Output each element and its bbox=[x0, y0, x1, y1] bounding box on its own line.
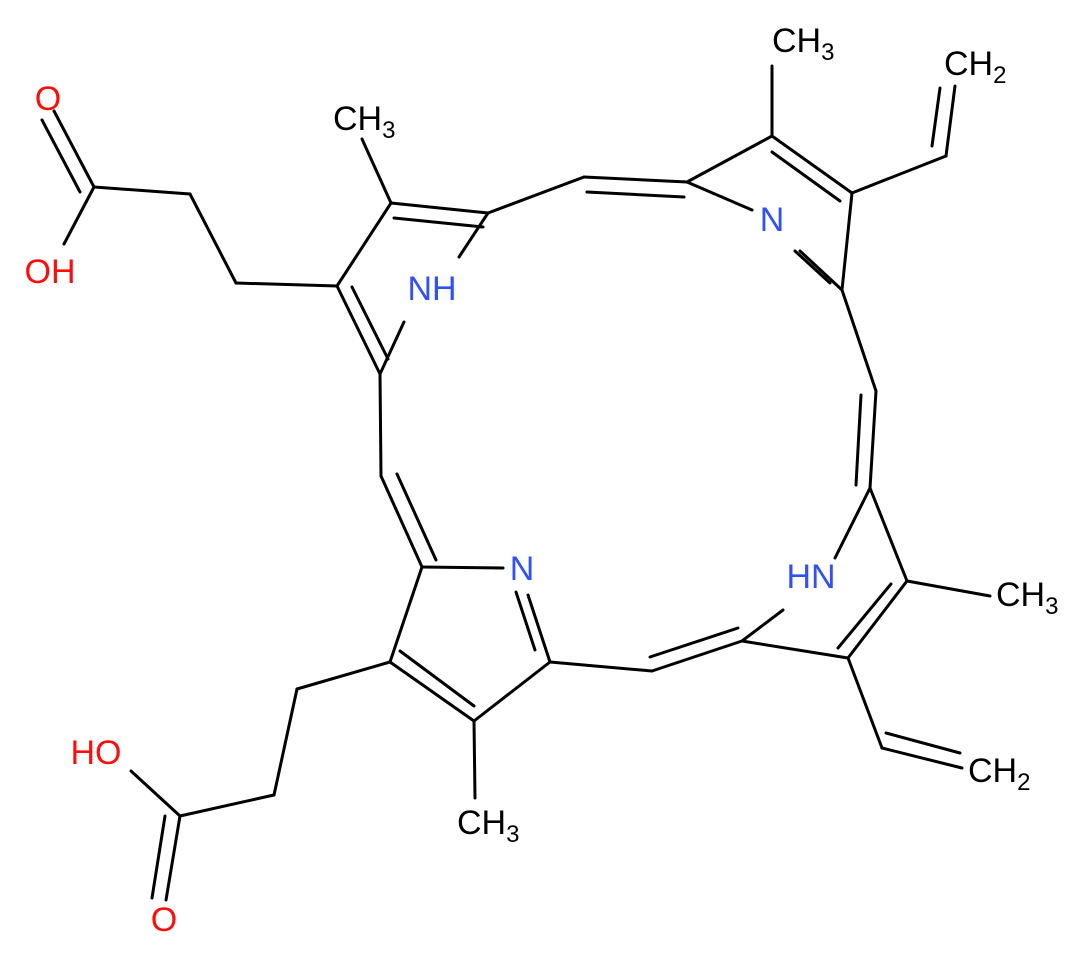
bond-line bbox=[793, 249, 832, 285]
bond-line bbox=[740, 608, 785, 643]
bond-line bbox=[234, 281, 339, 288]
bond-line bbox=[850, 154, 948, 195]
bond-line bbox=[350, 285, 390, 361]
carbonyl-oxygen-label-top: O bbox=[35, 80, 61, 118]
bond-line bbox=[388, 660, 476, 723]
bond-line bbox=[685, 180, 754, 212]
bond-line bbox=[840, 191, 854, 292]
bond-line bbox=[526, 593, 552, 664]
bond-line bbox=[188, 192, 238, 285]
methyl-label-right: CH3 bbox=[996, 576, 1058, 620]
nitrogen-label-bottom-left: N bbox=[510, 550, 535, 588]
bond-line bbox=[582, 175, 689, 184]
bond-line bbox=[457, 211, 490, 259]
hydroxyl-label-bottom: HO bbox=[71, 734, 122, 772]
bond-line bbox=[833, 486, 872, 560]
bond-line bbox=[585, 190, 686, 199]
bond-line bbox=[129, 769, 182, 818]
bond-line bbox=[884, 731, 962, 755]
bond-line bbox=[472, 660, 552, 723]
bond-line bbox=[548, 660, 654, 673]
bond-line bbox=[846, 579, 909, 660]
bond-line bbox=[52, 109, 96, 189]
bond-line bbox=[92, 185, 192, 196]
bond-line bbox=[360, 137, 393, 205]
methyl-label-top-left: CH3 bbox=[333, 100, 395, 144]
bond-line bbox=[868, 486, 909, 583]
bond-line bbox=[272, 687, 299, 797]
bond-line bbox=[398, 649, 476, 708]
bond-line bbox=[420, 565, 505, 570]
bond-line bbox=[335, 284, 382, 376]
bond-line bbox=[740, 639, 850, 660]
bond-line bbox=[472, 719, 477, 800]
bond-line bbox=[40, 118, 82, 194]
bond-line bbox=[295, 660, 392, 691]
bond-line bbox=[164, 814, 182, 902]
bond-line bbox=[905, 579, 992, 598]
bond-line bbox=[378, 372, 383, 478]
hydroxyl-label-top: OH bbox=[25, 253, 76, 291]
bond-line bbox=[486, 175, 586, 215]
methyl-label-top-right: CH3 bbox=[772, 22, 834, 66]
methylene-label-top: CH2 bbox=[944, 45, 1006, 89]
bond-line bbox=[150, 814, 167, 900]
bond-line bbox=[378, 320, 406, 376]
nitrogen-label-top-right: N bbox=[760, 201, 785, 239]
bond-line bbox=[335, 201, 393, 288]
bond-line bbox=[392, 216, 485, 229]
nh-label-left: NH bbox=[407, 270, 456, 308]
bond-line bbox=[379, 474, 424, 569]
bond-line bbox=[854, 393, 863, 487]
bond-line bbox=[388, 565, 424, 664]
bond-line bbox=[62, 185, 96, 246]
bond-line bbox=[648, 626, 740, 659]
hn-label-right: HN bbox=[786, 558, 835, 596]
bond-line bbox=[514, 590, 537, 652]
bond-line bbox=[650, 639, 744, 673]
bond-lines bbox=[40, 64, 992, 902]
bond-line bbox=[944, 84, 957, 158]
bond-line bbox=[798, 249, 844, 292]
methyl-label-bottom: CH3 bbox=[457, 804, 519, 848]
bond-line bbox=[770, 134, 854, 195]
methylene-label-bottom: CH2 bbox=[968, 752, 1030, 796]
bond-line bbox=[389, 201, 490, 215]
bond-line bbox=[770, 150, 842, 203]
bond-line bbox=[930, 86, 942, 148]
bond-line bbox=[836, 582, 893, 650]
bond-line bbox=[178, 793, 276, 818]
bond-line bbox=[840, 288, 878, 393]
carbonyl-oxygen-label-bottom: O bbox=[151, 901, 177, 939]
bond-line bbox=[395, 472, 438, 562]
bond-line bbox=[685, 134, 774, 184]
bond-line bbox=[880, 746, 964, 770]
bond-line bbox=[868, 389, 878, 490]
bond-line bbox=[846, 656, 884, 750]
